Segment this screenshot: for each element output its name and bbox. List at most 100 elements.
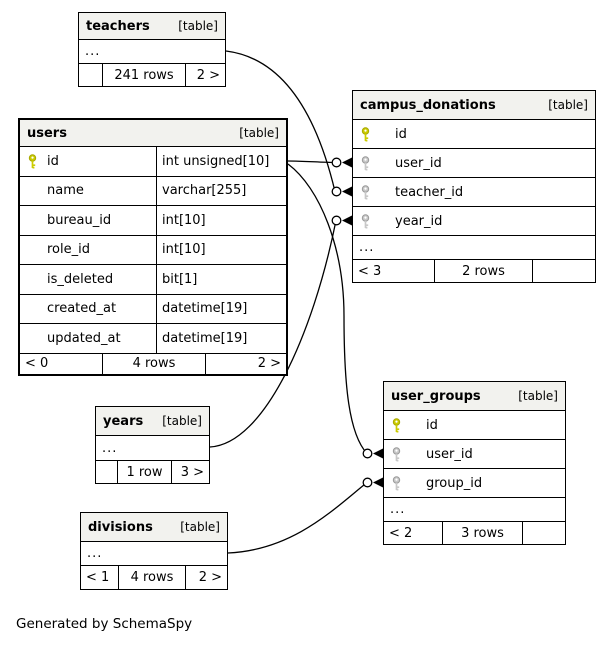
fk-endpoint-campus-year-id (331, 215, 353, 226)
column-name: user_id (395, 155, 442, 171)
table-title: campus_donations (360, 97, 496, 113)
footer-right (532, 260, 595, 282)
column-row-is-deleted[interactable]: is_deleted bit[1] (20, 264, 286, 294)
column-name: is_deleted (47, 271, 114, 287)
foreign-key-icon (360, 184, 372, 200)
column-name: user_id (426, 446, 473, 462)
table-title: teachers (86, 18, 150, 34)
footer-row-count: 4 rows (102, 353, 205, 374)
table-teachers[interactable]: teachers [table] ... 241 rows 2 > (78, 12, 226, 87)
column-name: updated_at (47, 330, 121, 346)
footer-left: < 2 (389, 525, 413, 541)
table-tag: [table] (162, 414, 202, 428)
column-name: created_at (47, 301, 117, 317)
fk-endpoint-campus-teacher-id (331, 186, 353, 197)
edge-users-to-campus-donations (287, 160, 337, 164)
table-tag: [table] (178, 19, 218, 33)
table-header: users [table] (20, 120, 286, 146)
primary-key-icon (391, 417, 403, 433)
table-campus-donations[interactable]: campus_donations [table] id user_id teac… (352, 90, 596, 283)
footer-right: 2 > (185, 64, 225, 86)
footer-row-count: 3 rows (442, 522, 522, 544)
column-row-year-id[interactable]: year_id (353, 206, 595, 235)
column-type: datetime[19] (156, 294, 286, 323)
column-row-teacher-id[interactable]: teacher_id (353, 177, 595, 206)
footer-left (96, 461, 117, 483)
footer-right (522, 522, 565, 544)
table-users[interactable]: users [table] id int unsigned[10] name v… (18, 118, 288, 376)
column-row-user-id[interactable]: user_id (384, 439, 565, 468)
table-footer: < 3 2 rows (353, 259, 595, 282)
column-type: int[10] (156, 235, 286, 264)
table-tag: [table] (518, 389, 558, 403)
column-name: teacher_id (395, 184, 464, 200)
table-header: user_groups [table] (384, 382, 565, 410)
foreign-key-icon (360, 213, 372, 229)
table-tag: [table] (180, 520, 220, 534)
footer-left: < 0 (25, 356, 49, 371)
table-footer: 241 rows 2 > (79, 63, 225, 86)
table-header: campus_donations [table] (353, 91, 595, 119)
table-title: years (103, 413, 144, 429)
collapsed-columns-row: ... (384, 497, 565, 521)
column-row-bureau-id[interactable]: bureau_id int[10] (20, 205, 286, 235)
table-tag: [table] (239, 126, 279, 140)
table-title: user_groups (391, 388, 481, 404)
footer-row-count: 2 rows (434, 260, 532, 282)
column-type: bit[1] (156, 265, 286, 294)
column-name: id (395, 126, 407, 142)
primary-key-icon (360, 126, 372, 142)
footer-right: 3 > (171, 461, 209, 483)
column-row-id[interactable]: id (353, 119, 595, 148)
column-name: bureau_id (47, 212, 112, 228)
table-title: divisions (88, 519, 153, 535)
primary-key-icon (27, 154, 39, 169)
table-footer: < 1 4 rows 2 > (81, 565, 227, 589)
column-type: varchar[255] (156, 176, 286, 205)
fk-endpoint-campus-user-id (331, 157, 353, 168)
column-row-group-id[interactable]: group_id (384, 468, 565, 497)
column-row-id[interactable]: id (384, 410, 565, 439)
foreign-key-icon (391, 475, 403, 491)
table-header: teachers [table] (79, 13, 225, 39)
footer-left: < 1 (86, 570, 110, 585)
column-row-name[interactable]: name varchar[255] (20, 175, 286, 205)
fk-endpoint-usergroups-user-id (362, 448, 384, 459)
collapsed-columns-row: ... (79, 39, 225, 63)
column-row-role-id[interactable]: role_id int[10] (20, 234, 286, 264)
table-header: divisions [table] (81, 513, 227, 541)
collapsed-columns-row: ... (81, 541, 227, 565)
table-years[interactable]: years [table] ... 1 row 3 > (95, 406, 210, 484)
column-name: id (47, 153, 59, 169)
footer-row-count: 241 rows (102, 64, 185, 86)
column-row-created-at[interactable]: created_at datetime[19] (20, 293, 286, 323)
column-type: int[10] (156, 206, 286, 235)
table-footer: 1 row 3 > (96, 460, 209, 483)
collapsed-columns-row: ... (353, 235, 595, 259)
column-row-id[interactable]: id int unsigned[10] (20, 146, 286, 176)
table-header: years [table] (96, 407, 209, 435)
footer-right: 2 > (205, 353, 286, 374)
foreign-key-icon (391, 446, 403, 462)
footer-row-count: 4 rows (118, 566, 185, 589)
column-name: role_id (47, 242, 90, 258)
table-tag: [table] (548, 98, 588, 112)
footer-left: < 3 (358, 263, 382, 279)
footer-left (79, 64, 102, 86)
table-user-groups[interactable]: user_groups [table] id user_id group_id … (383, 381, 566, 545)
footer-right: 2 > (185, 566, 227, 589)
column-name: id (426, 417, 438, 433)
foreign-key-icon (360, 155, 372, 171)
column-row-updated-at[interactable]: updated_at datetime[19] (20, 323, 286, 353)
column-row-user-id[interactable]: user_id (353, 148, 595, 177)
table-title: users (27, 125, 67, 141)
column-type: datetime[19] (156, 324, 286, 353)
column-name: name (47, 183, 84, 199)
table-footer: < 0 4 rows 2 > (20, 352, 286, 374)
table-divisions[interactable]: divisions [table] ... < 1 4 rows 2 > (80, 512, 228, 590)
table-footer: < 2 3 rows (384, 521, 565, 544)
column-name: group_id (426, 475, 483, 491)
column-type: int unsigned[10] (156, 147, 286, 176)
edge-divisions-to-user-groups (227, 481, 368, 554)
